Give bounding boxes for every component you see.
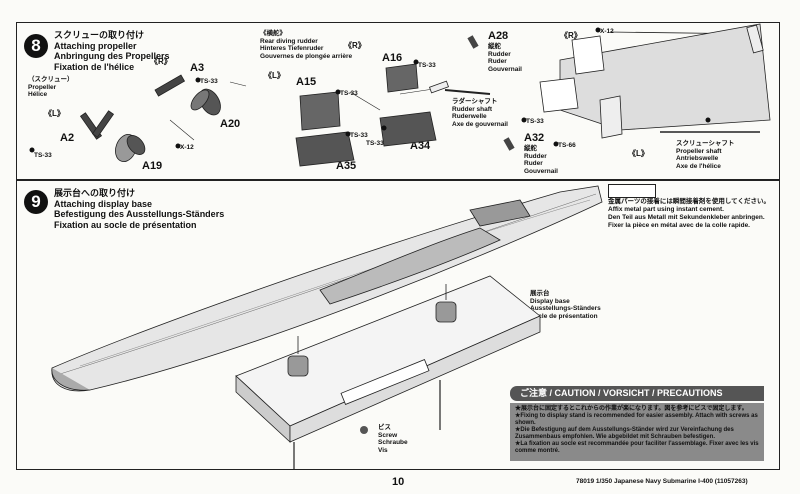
propeller-shaft-label: スクリューシャフト Propeller shaft Antriebswelle … (676, 140, 735, 170)
part-a2: A2 (60, 132, 75, 144)
mark-r3: 《R》 (560, 31, 582, 40)
product-code: 78019 1/350 Japanese Navy Submarine I-40… (576, 478, 748, 485)
screw-ts33-c: TS-33 (418, 62, 436, 69)
part-a34: A34 (410, 140, 431, 152)
part-a16: A16 (382, 52, 403, 64)
propeller-label: （スクリュー） Propeller Hélice (28, 76, 74, 98)
page-number: 10 (392, 476, 405, 488)
screw-ts33-a: TS-33 (200, 78, 218, 85)
step9-title: 展示台への取り付け Attaching display base Befesti… (54, 188, 225, 230)
screw-label: ビス Screw Schraube Vis (378, 424, 408, 454)
caution-title: ご注意 / CAUTION / VORSICHT / PRECAUTIONS (510, 386, 764, 401)
a28-desc: 縦舵 Rudder Ruder Gouvernail (488, 43, 522, 73)
screw-ts33-d: TS-33 (340, 90, 358, 97)
mark-r2: 《R》 (344, 41, 366, 50)
step8-frame (16, 22, 780, 180)
a32-desc: 縦舵 Rudder Ruder Gouvernail (524, 145, 558, 175)
rear-rudder-title: 《横舵》 Rear diving rudder Hinteres Tiefenr… (260, 30, 353, 60)
screw-ts33-f: TS-33 (366, 140, 384, 147)
screw-ts33-e: TS-33 (350, 132, 368, 139)
part-a20: A20 (220, 118, 241, 130)
part-a3: A3 (190, 62, 205, 74)
screw-ts33-b: TS-33 (34, 152, 52, 159)
screw-x12-b: X-12 (600, 28, 614, 35)
mark-l2: 《L》 (264, 71, 285, 80)
step9-frame (16, 180, 780, 470)
screw-ts33-h: TS-33 (526, 118, 544, 125)
part-a28: A28 (488, 30, 509, 42)
mark-r1: 《R》 (150, 57, 172, 66)
part-a35: A35 (336, 160, 357, 172)
step8-number: 8 (24, 34, 48, 58)
part-a19: A19 (142, 160, 163, 172)
glue-note: 金属パーツの接着には瞬間接着剤を使用してください。 Affix metal pa… (608, 198, 770, 229)
step9-number: 9 (24, 190, 48, 214)
rudder-shaft-label: ラダーシャフト Rudder shaft Ruderwelle Axe de g… (452, 98, 508, 128)
mark-l3: 《L》 (628, 149, 649, 158)
metal-part-icon (608, 184, 656, 198)
screw-x12-a: X-12 (180, 144, 194, 151)
caution-body: ★展示台に固定するとこれからの作業が楽になります。図を参考にビスで固定します。 … (510, 403, 764, 461)
part-a15: A15 (296, 76, 317, 88)
step9-drawings (51, 185, 603, 470)
step8-title: スクリューの取り付け Attaching propeller Anbringun… (54, 30, 170, 72)
mark-l1: 《L》 (44, 109, 65, 118)
part-a32: A32 (524, 132, 545, 144)
screw-ts66: TS-66 (558, 142, 576, 149)
step8-drawings (29, 23, 771, 167)
